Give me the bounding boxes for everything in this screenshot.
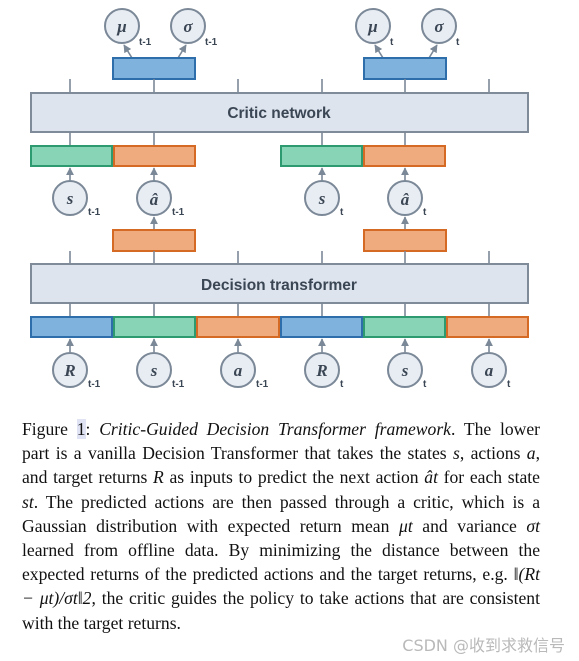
time-subscript: t [423,379,427,390]
state-symbol: s [150,361,158,380]
figure-number-link[interactable]: 1 [76,419,86,439]
time-subscript: t [340,379,344,390]
caption-text: : [85,419,100,439]
sigma-symbol: σ [434,17,444,36]
action-circle-prev: a t-1 [220,352,269,390]
state-circle-cur: s t [387,352,427,390]
state-circle-mid-prev: s t-1 [52,180,101,218]
state-symbol: s [66,189,74,208]
time-subscript: t-1 [172,379,185,390]
state-token-prev [113,316,196,338]
math-formula: ‖(Rt − μt)/σt‖2 [22,564,540,609]
caption-text: as inputs to predict the next action [163,467,425,488]
input-arrows [66,338,493,352]
critic-output-head-cur [363,57,447,80]
critic-action-token-prev [113,145,196,167]
return-circle-cur: R t [304,352,344,390]
sigma-symbol: σ [183,17,193,36]
state-symbol: s [401,361,409,380]
figure-label: Figure [22,419,77,439]
time-subscript: t [390,37,394,48]
action-token-cur [446,316,529,338]
mu-output-circle-prev: μ t-1 [104,8,152,48]
critic-state-token-cur [280,145,363,167]
connector-lines [69,251,490,264]
math-symbol: s [452,443,460,464]
state-token-cur [363,316,446,338]
sigma-output-circle-cur: σ t [421,8,460,48]
time-subscript: t [456,37,460,48]
return-symbol: R [63,361,75,380]
predicted-action-symbol: â [150,190,159,209]
action-token-prev [196,316,280,338]
math-symbol: ât [424,467,438,488]
time-subscript: t [507,379,511,390]
caption-text: learned from offline data. By minimizing… [22,540,540,585]
state-symbol: s [318,189,326,208]
predicted-action-symbol: â [401,190,410,209]
math-symbol: R [153,467,164,488]
predicted-action-token-prev [112,229,196,252]
return-symbol: R [315,361,327,380]
return-circle-prev: R t-1 [52,352,101,390]
mu-symbol: μ [116,17,126,36]
critic-action-token-cur [363,145,446,167]
caption-text: . The predicted actions are then passed … [22,491,540,536]
predicted-action-circle-prev: â t-1 [136,180,185,218]
decision-transformer-box: Decision transformer [30,263,529,304]
connector-lines [69,132,406,146]
output-arrows [123,44,438,59]
state-circle-mid-cur: s t [304,180,344,218]
action-symbol: a [485,361,494,380]
critic-input-arrows [66,167,409,181]
time-subscript: t-1 [88,207,101,218]
time-subscript: t-1 [88,379,101,390]
time-subscript: t [340,207,344,218]
caption-text: . The lower part is a vanilla Decision T… [22,419,541,464]
critic-network-box: Critic network [30,92,529,133]
sigma-output-circle-prev: σ t-1 [170,8,218,48]
mu-output-circle-cur: μ t [355,8,394,48]
time-subscript: t-1 [172,207,185,218]
time-subscript: t-1 [139,37,152,48]
predicted-action-circle-cur: â t [387,180,427,218]
critic-output-head-prev [112,57,196,80]
caption-text: , the critic guides the policy to take a… [22,588,540,633]
critic-network-label: Critic network [227,105,331,122]
mu-symbol: μ [367,17,377,36]
caption-title: Critic-Guided Decision Transformer frame… [99,419,451,439]
predicted-action-token-cur [363,229,447,252]
return-token-cur [280,316,363,338]
critic-state-token-prev [30,145,113,167]
math-symbol: a [526,443,536,464]
framework-diagram: μ t-1 σ t-1 μ t σ t Critic network [30,8,529,390]
caption-text: , actions [459,443,527,464]
watermark: CSDN @收到求救信号 [402,636,565,655]
connector-lines [69,79,490,93]
math-symbol: st [22,491,34,512]
time-subscript: t-1 [205,37,218,48]
math-symbol: μt [398,515,413,536]
decision-transformer-label: Decision transformer [201,277,357,294]
figure-caption: Figure 1: Critic-Guided Decision Transfo… [22,417,540,635]
time-subscript: t-1 [256,379,269,390]
action-circle-cur: a t [471,352,511,390]
prediction-arrows [150,216,409,230]
state-circle-prev: s t-1 [136,352,185,390]
caption-text: , and target returns [22,443,540,488]
caption-text: and variance [412,515,527,536]
time-subscript: t [423,207,427,218]
return-token-prev [30,316,113,338]
caption-text: for each state [437,467,540,488]
math-symbol: σt [526,515,540,536]
action-symbol: a [234,361,243,380]
connector-lines [69,303,490,317]
